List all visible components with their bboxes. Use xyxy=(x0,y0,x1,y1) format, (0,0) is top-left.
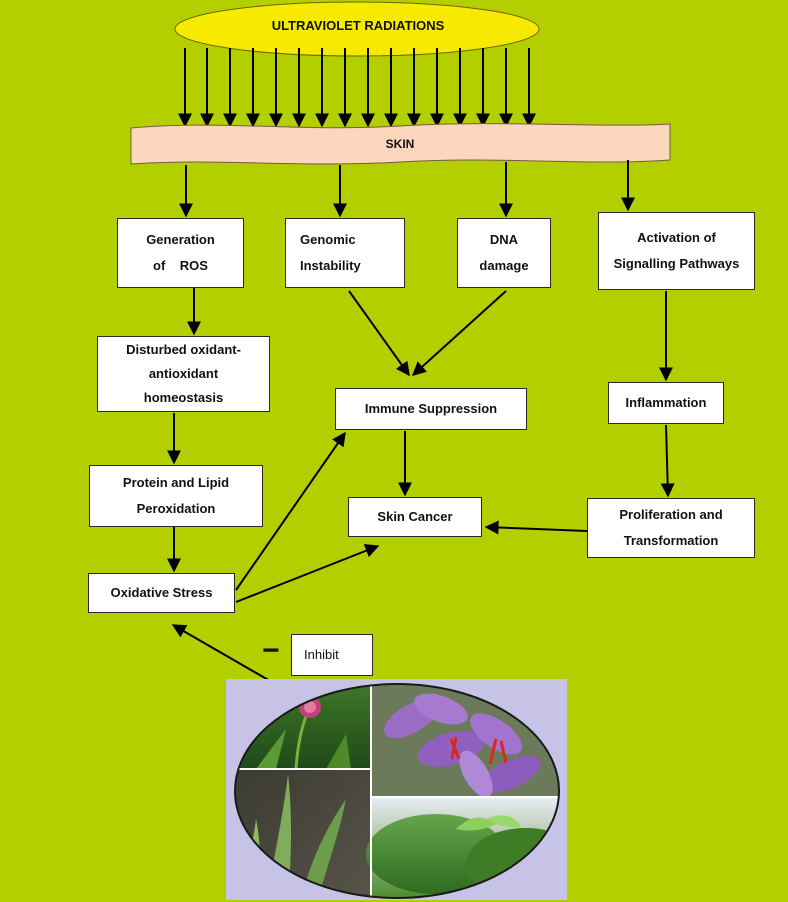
box-proliferation-transformation: Proliferation and Transformation xyxy=(587,498,755,558)
box-disturbed-homeostasis: Disturbed oxidant- antioxidant homeostas… xyxy=(97,336,270,412)
arrow-genomic-to-immune xyxy=(348,290,410,377)
uv-source-label: ULTRAVIOLET RADIATIONS xyxy=(271,18,445,33)
box-skin-cancer: Skin Cancer xyxy=(348,497,482,537)
box-oxidative-stress: Oxidative Stress xyxy=(88,573,235,613)
box-activation-signalling: Activation of Signalling Pathways xyxy=(598,212,755,290)
plants-photo-svg xyxy=(234,683,560,899)
arrow-inflammation-to-proliferation xyxy=(660,424,675,498)
aloe-vera-photo xyxy=(235,769,371,898)
arrow-proliferation-to-cancer xyxy=(484,520,588,535)
box-immune-suppression: Immune Suppression xyxy=(335,388,527,430)
uv-source-ellipse xyxy=(174,1,540,57)
uv-ray-arrows xyxy=(178,48,536,128)
box-inflammation: Inflammation xyxy=(608,382,724,424)
skin-label: SKIN xyxy=(385,137,415,151)
box-dna-damage: DNA damage xyxy=(457,218,551,288)
arrow-oxidative-to-immune xyxy=(235,431,346,591)
arrow-dna-to-immune xyxy=(411,290,507,376)
arrow-oxidative-to-cancer xyxy=(235,544,380,603)
box-generation-of-ros: Generation of ROS xyxy=(117,218,244,288)
box-genomic-instability: Genomic Instability xyxy=(285,218,405,288)
medicinal-plants-photo-collage xyxy=(226,679,567,900)
inhibit-minus-symbol: − xyxy=(262,634,280,667)
box-inhibit: Inhibit xyxy=(291,634,373,676)
box-protein-lipid-peroxidation: Protein and Lipid Peroxidation xyxy=(89,465,263,527)
skin-band xyxy=(130,123,671,165)
